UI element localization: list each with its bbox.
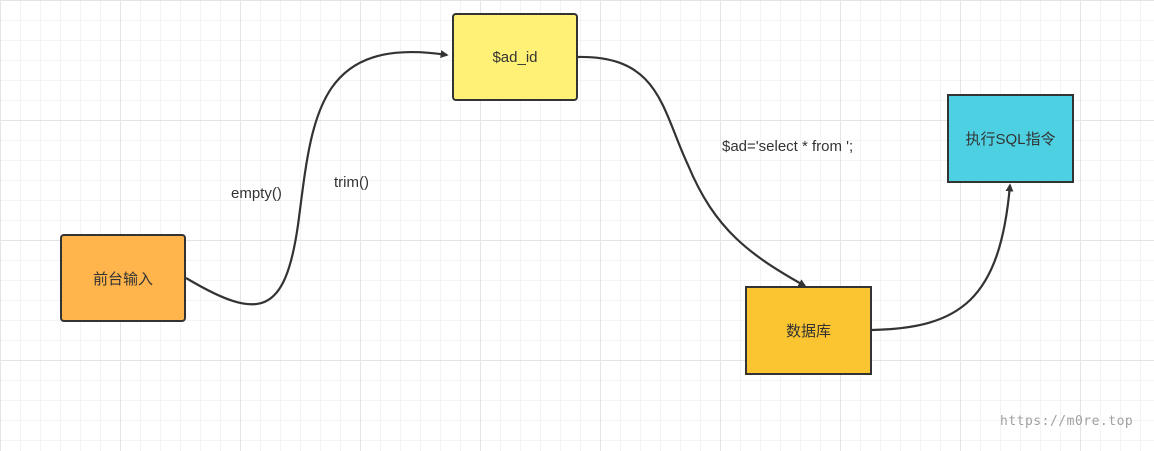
node-execute-sql-label: 执行SQL指令 xyxy=(965,131,1056,148)
edge-label-select: $ad='select * from '; xyxy=(722,138,854,155)
node-ad-id-label: $ad_id xyxy=(492,48,538,66)
node-database-label: 数据库 xyxy=(785,323,831,340)
node-frontend-input-label: 前台输入 xyxy=(92,270,153,288)
connector-input-to-adid xyxy=(185,50,449,306)
node-execute-sql[interactable]: 执行SQL指令 xyxy=(947,94,1074,183)
edge-label-empty: empty() xyxy=(231,185,282,202)
connector-adid-to-database xyxy=(576,55,807,287)
node-database[interactable]: 数据库 xyxy=(745,286,872,375)
watermark-url: https://m0re.top xyxy=(1000,414,1134,429)
node-frontend-input[interactable]: 前台输入 xyxy=(60,234,186,322)
node-ad-id[interactable]: $ad_id xyxy=(452,13,578,101)
connector-database-to-sql xyxy=(871,183,1014,332)
edge-label-trim: trim() xyxy=(334,174,369,191)
